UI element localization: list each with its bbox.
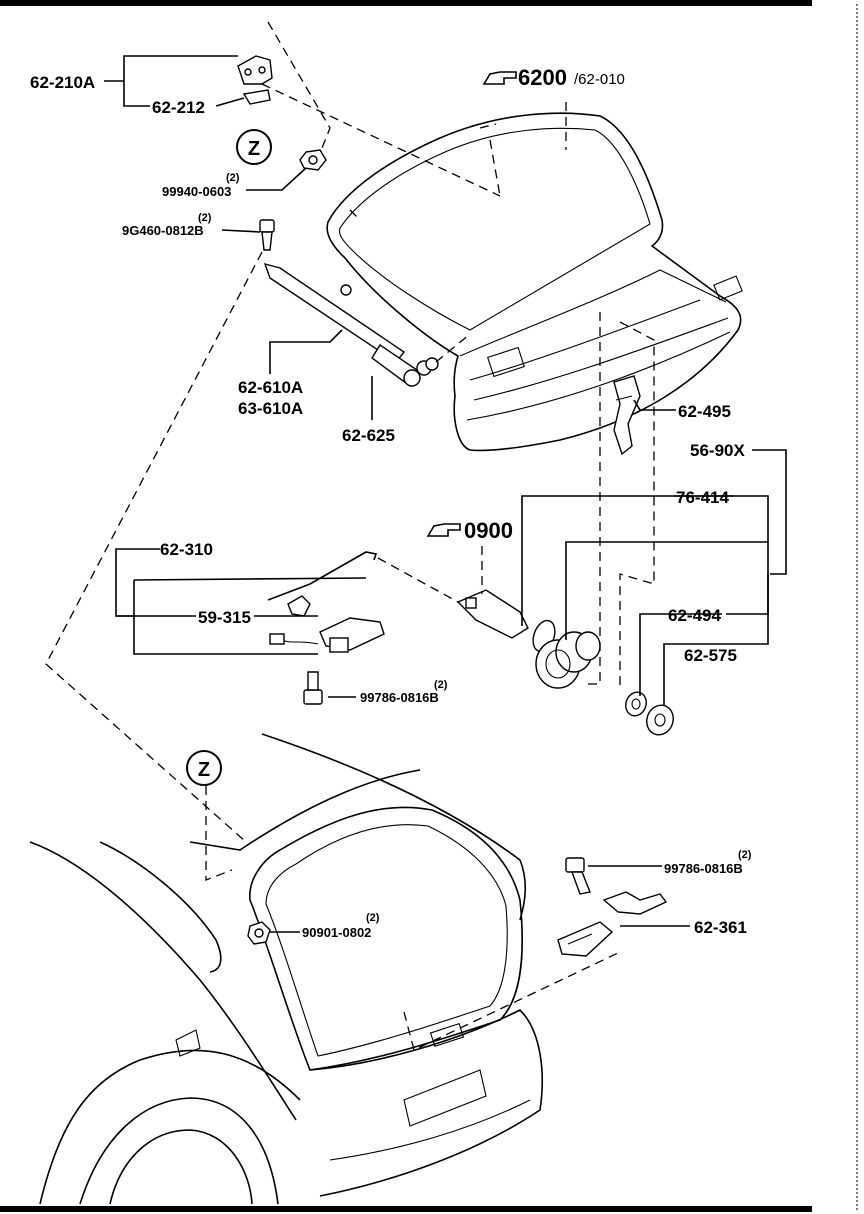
lock-cylinder-part — [456, 589, 529, 639]
strut-ball-stud — [416, 357, 439, 376]
label-9G460-0812B: 9G460-0812B — [122, 223, 204, 238]
ref-0900[interactable]: 0900 — [426, 518, 513, 543]
handle-base-part — [535, 631, 601, 689]
pointing-hand-icon — [426, 523, 461, 537]
liftgate-drawing — [326, 112, 743, 452]
top-border — [0, 0, 812, 6]
svg-text:Z: Z — [198, 759, 210, 781]
bottom-border — [0, 1206, 812, 1212]
ref-6200-sub: /62-010 — [574, 71, 625, 88]
label-76-414: 76-414 — [676, 488, 729, 507]
ref-6200-label: 6200 — [518, 65, 567, 90]
body-nut — [247, 921, 271, 945]
label-62-494: 62-494 — [668, 606, 721, 625]
qty-90901: (2) — [366, 912, 380, 924]
striker-bolt — [565, 857, 591, 895]
label-99940-0603: 99940-0603 — [162, 184, 231, 199]
label-63-610A: 63-610A — [238, 399, 303, 418]
gas-strut-part — [263, 262, 421, 387]
latch-hook-part — [613, 375, 641, 456]
label-62-625: 62-625 — [342, 426, 395, 445]
label-99786-0816B-a: 99786-0816B — [360, 690, 439, 705]
hinge-part — [237, 21, 501, 197]
washer-62-494 — [625, 691, 647, 717]
leader-lock-box — [588, 312, 601, 685]
label-62-361: 62-361 — [694, 918, 747, 937]
leader-cylinder — [377, 557, 459, 603]
leader-lines — [104, 55, 787, 933]
label-62-212: 62-212 — [152, 98, 205, 117]
label-62-210A: 62-210A — [30, 73, 95, 92]
ref-0900-label: 0900 — [464, 518, 513, 543]
hinge-nut — [299, 149, 327, 171]
leader-lock-box-2 — [619, 321, 655, 690]
qty-99940: (2) — [226, 172, 240, 184]
label-99786-0816B-b: 99786-0816B — [664, 861, 743, 876]
ref-6200[interactable]: 6200 /62-010 — [482, 65, 625, 90]
leader-z-bottom — [205, 786, 233, 881]
leader-strut-to-gate — [435, 333, 471, 363]
leader-strut-to-car — [45, 251, 263, 843]
latch-rod-part — [267, 551, 378, 601]
pointing-hand-icon — [482, 71, 517, 85]
label-62-610A: 62-610A — [238, 378, 303, 397]
qty-99786-a: (2) — [434, 679, 448, 691]
qty-99786-b: (2) — [738, 849, 752, 861]
svg-text:Z: Z — [248, 138, 260, 160]
strut-bolt-top — [259, 219, 275, 251]
label-56-90X: 56-90X — [690, 441, 745, 460]
z-marker-top: Z — [236, 129, 272, 165]
latch-bolt — [303, 671, 323, 705]
latch-part — [269, 595, 385, 653]
striker-part — [557, 891, 668, 957]
qty-9G460: (2) — [198, 212, 212, 224]
z-marker-bottom: Z — [186, 750, 222, 786]
label-62-310: 62-310 — [160, 540, 213, 559]
label-62-575: 62-575 — [684, 646, 737, 665]
label-62-495: 62-495 — [678, 402, 731, 421]
label-59-315: 59-315 — [198, 608, 251, 627]
car-body-drawing — [29, 733, 543, 1205]
label-90901-0802: 90901-0802 — [302, 925, 371, 940]
washer-62-575 — [646, 704, 674, 736]
